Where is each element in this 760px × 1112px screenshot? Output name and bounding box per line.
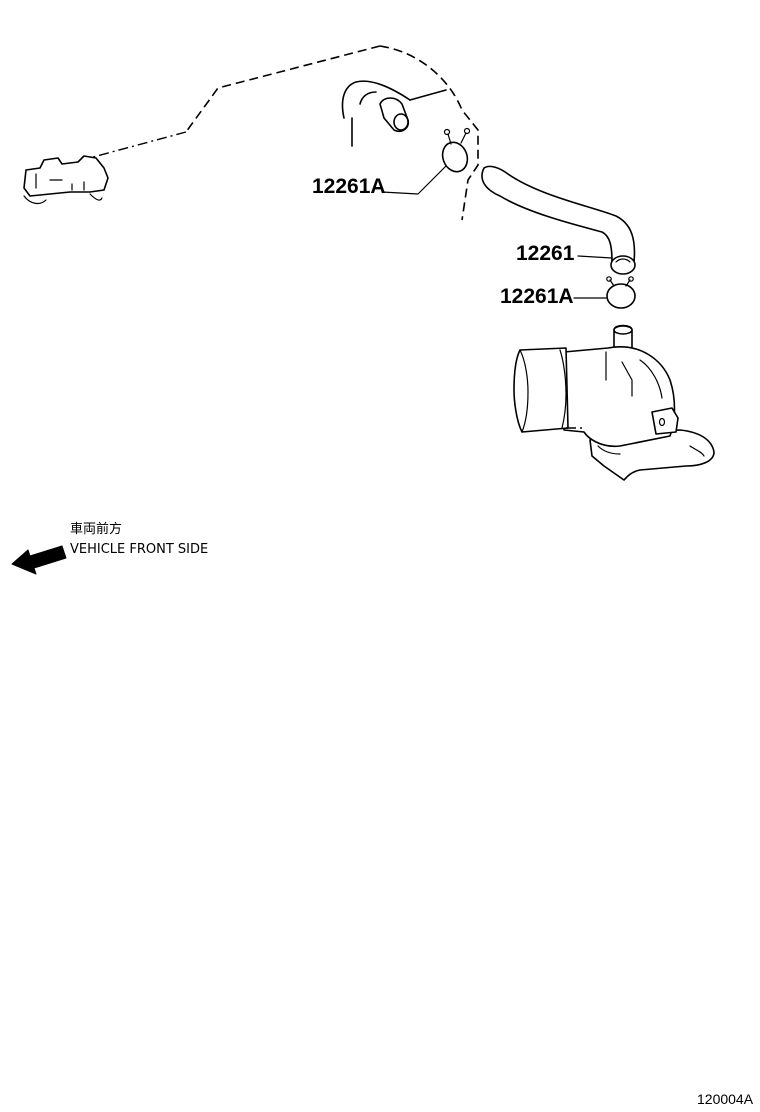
leader-hose: [577, 255, 613, 259]
callout-hose: 12261: [516, 242, 575, 265]
leader-lines: [381, 165, 613, 299]
callout-clamp-lower: 12261A: [500, 285, 574, 308]
hose-clamp-lower: [606, 276, 636, 309]
vehicle-front-arrow-icon: [11, 545, 67, 575]
water-bypass-hose: [481, 165, 636, 275]
bracket-part-left: [23, 155, 109, 205]
leader-clamp-upper: [381, 165, 447, 195]
figure-code: 120004A: [697, 1091, 754, 1107]
engine-outline-dashed: [81, 45, 479, 221]
callout-clamp-upper: 12261A: [312, 175, 386, 198]
hose-clamp-upper: [441, 127, 471, 173]
engine-pipe-upper: [341, 80, 447, 147]
direction-label-japanese: 車両前方: [70, 521, 122, 537]
water-outlet-housing: [513, 324, 715, 481]
direction-label-english: VEHICLE FRONT SIDE: [70, 542, 208, 557]
